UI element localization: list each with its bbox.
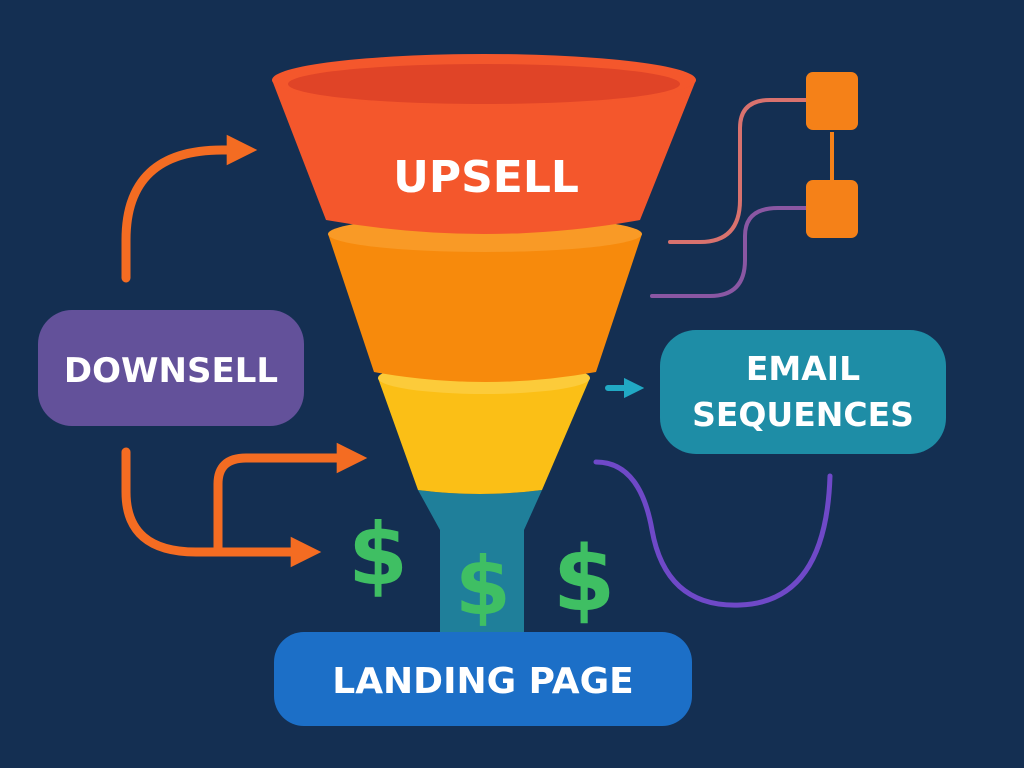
landing-page-label: LANDING PAGE xyxy=(332,661,634,702)
funnel-top-section: UPSELL xyxy=(272,54,696,234)
arrow-to-funnel-lower xyxy=(213,442,368,557)
bottom-node-square xyxy=(806,180,858,238)
funnel-middle-section xyxy=(328,216,642,382)
dollar-icon-left: $ xyxy=(348,505,408,605)
arrow-to-upsell xyxy=(121,134,258,283)
landing-page-box: LANDING PAGE xyxy=(274,632,692,726)
funnel-spout xyxy=(418,490,542,632)
top-node-square xyxy=(806,72,858,130)
connector-lines xyxy=(650,98,834,298)
dollar-signs: $ $ $ xyxy=(348,505,615,633)
orange-arrows xyxy=(121,134,368,568)
downsell-label: DOWNSELL xyxy=(64,351,278,391)
connector-purple-line xyxy=(650,206,810,298)
email-label-line2: SEQUENCES xyxy=(692,395,914,434)
dollar-icon-right: $ xyxy=(553,527,616,632)
purple-loop-curve xyxy=(593,459,833,608)
connector-pink-line xyxy=(668,98,810,244)
email-label-line1: EMAIL xyxy=(746,349,860,388)
arrow-to-landing xyxy=(121,447,322,568)
email-sequences-box: EMAIL SEQUENCES xyxy=(660,330,946,454)
upsell-label: UPSELL xyxy=(393,152,579,203)
dollar-icon-center: $ xyxy=(455,540,511,633)
downsell-box: DOWNSELL xyxy=(38,310,304,426)
